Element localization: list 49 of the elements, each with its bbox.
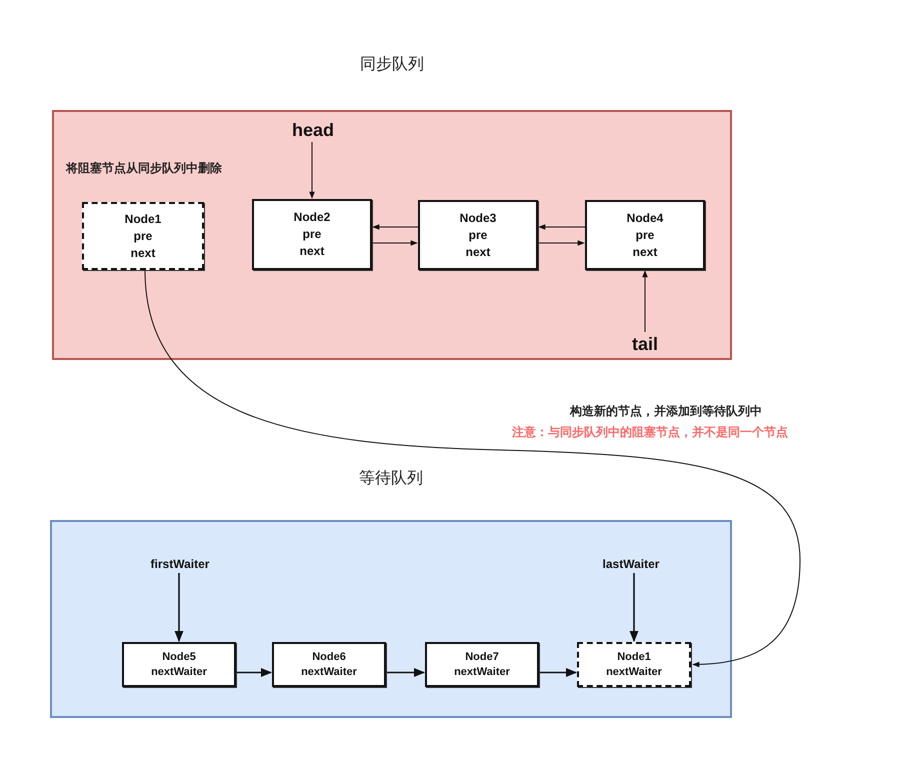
arrow bbox=[538, 224, 586, 230]
node-field-text: Node4 bbox=[626, 210, 664, 226]
node-field-text: Node7 bbox=[465, 650, 499, 664]
node-field-text: pre bbox=[302, 226, 322, 243]
pointer-label: head bbox=[286, 119, 340, 141]
list-node-box bbox=[577, 642, 691, 687]
pointer-label: lastWaiter bbox=[592, 555, 670, 572]
list-node-box bbox=[82, 202, 204, 270]
note-text: 将阻塞节点从同步队列中删除 bbox=[66, 160, 222, 177]
panel-title: 等待队列 bbox=[358, 468, 424, 489]
arrow bbox=[642, 270, 648, 332]
arrow bbox=[630, 573, 638, 642]
arrow bbox=[372, 240, 418, 246]
curved-arrow bbox=[144, 270, 800, 668]
node-field-text: Node2 bbox=[294, 209, 330, 226]
arrow bbox=[174, 573, 184, 642]
node-field-text: next bbox=[300, 243, 324, 260]
node-field-text: nextWaiter bbox=[301, 664, 357, 680]
node-field-text: nextWaiter bbox=[151, 664, 207, 680]
list-node-box bbox=[252, 199, 372, 270]
arrow bbox=[236, 668, 272, 677]
list-node-box bbox=[425, 642, 539, 687]
node-field-text: Node1 bbox=[124, 210, 162, 228]
list-node-box bbox=[585, 200, 705, 270]
node-field-text: Node5 bbox=[162, 650, 196, 664]
arrow bbox=[538, 240, 585, 246]
node-field-text: nextWaiter bbox=[606, 664, 662, 680]
edge-label: 构造新的节点，并添加到等待队列中 bbox=[570, 403, 762, 420]
list-node-box bbox=[418, 200, 538, 270]
arrow bbox=[386, 668, 426, 677]
node-field-text: next bbox=[632, 244, 658, 260]
node-field-text: pre bbox=[636, 226, 654, 244]
panel-title: 同步队列 bbox=[359, 54, 425, 75]
note-text: 注意：与同步队列中的阻塞节点，并不是同一个节点 bbox=[512, 424, 788, 441]
arrow bbox=[539, 668, 578, 677]
arrow bbox=[372, 224, 418, 230]
list-node-box bbox=[272, 642, 386, 687]
node-field-text: next bbox=[130, 244, 156, 262]
node-field-text: Node3 bbox=[460, 210, 496, 226]
node-field-text: Node1 bbox=[617, 650, 651, 664]
arrow bbox=[309, 142, 315, 199]
node-field-text: nextWaiter bbox=[454, 664, 510, 680]
node-field-text: Node6 bbox=[312, 650, 346, 664]
node-field-text: pre bbox=[468, 226, 488, 244]
node-field-text: next bbox=[466, 244, 490, 260]
list-node-box bbox=[122, 642, 236, 687]
pointer-label: firstWaiter bbox=[140, 555, 220, 572]
pointer-label: tail bbox=[624, 333, 666, 355]
node-field-text: pre bbox=[134, 228, 152, 244]
